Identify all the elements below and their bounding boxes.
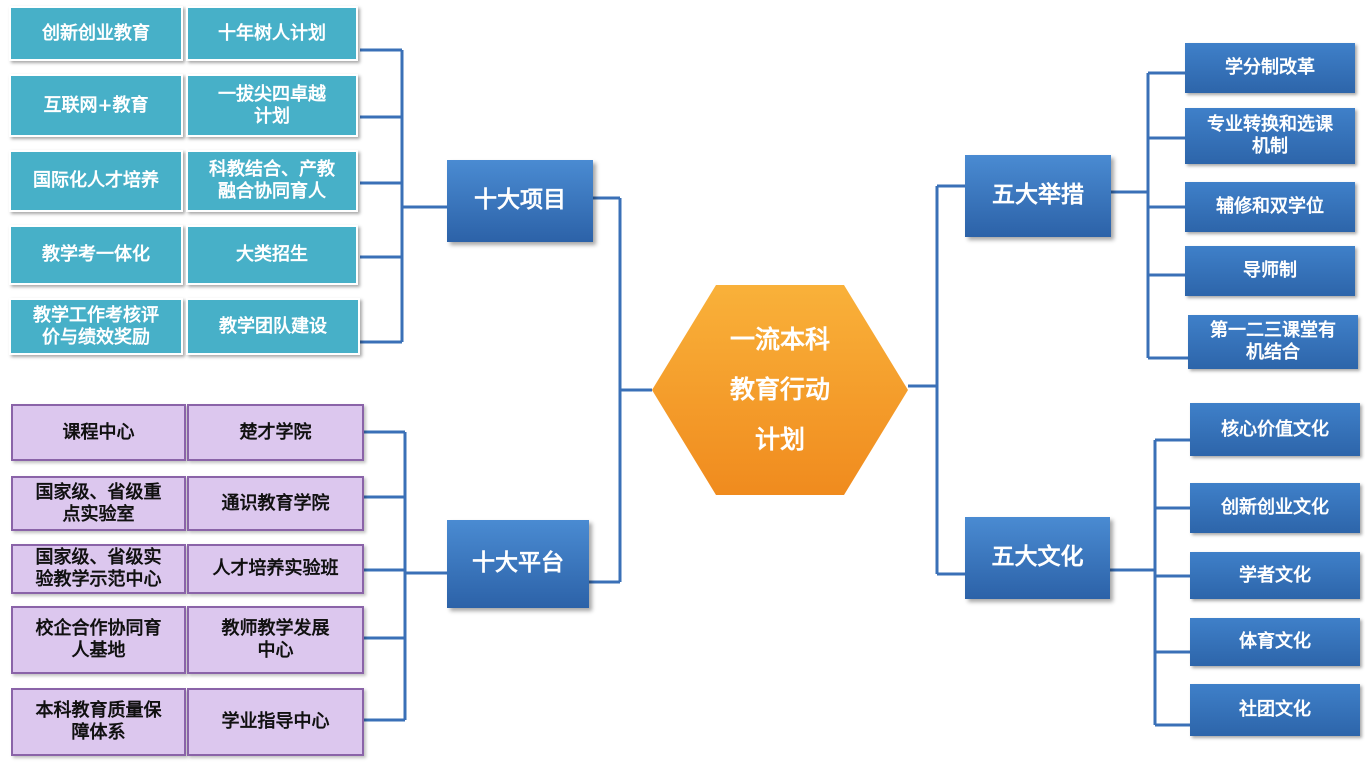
platform-item: 通识教育学院 [187, 476, 364, 531]
platform-item: 学业指导中心 [187, 688, 364, 756]
measure-item: 辅修和双学位 [1185, 182, 1355, 232]
project-item: 互联网+教育 [9, 74, 183, 137]
hub-ten-projects: 十大项目 [447, 160, 593, 242]
project-item: 创新创业教育 [9, 6, 183, 61]
project-item: 科教结合、产教 融合协同育人 [186, 150, 358, 212]
hub-five-cultures: 五大文化 [965, 517, 1110, 599]
project-item: 国际化人才培养 [9, 150, 183, 212]
project-item: 一拔尖四卓越 计划 [186, 74, 358, 137]
measure-item: 第一二三课堂有 机结合 [1188, 315, 1358, 369]
measure-item: 导师制 [1185, 246, 1355, 296]
measure-item: 学分制改革 [1185, 43, 1355, 93]
center-hexagon: 一流本科 教育行动 计划 [652, 285, 908, 495]
culture-item: 学者文化 [1190, 552, 1360, 599]
platform-item: 国家级、省级重 点实验室 [11, 476, 186, 531]
culture-item: 社团文化 [1190, 684, 1360, 736]
project-item: 教学考一体化 [9, 225, 183, 285]
platform-item: 人才培养实验班 [187, 544, 364, 594]
measure-item: 专业转换和选课 机制 [1185, 108, 1355, 164]
hub-ten-platforms: 十大平台 [447, 520, 589, 608]
culture-item: 创新创业文化 [1190, 483, 1360, 533]
project-item: 十年树人计划 [186, 6, 358, 61]
platform-item: 校企合作协同育 人基地 [11, 606, 186, 674]
hub-five-measures: 五大举措 [965, 155, 1111, 237]
project-item: 教学工作考核评 价与绩效奖励 [9, 298, 183, 355]
project-item: 教学团队建设 [186, 298, 360, 355]
platform-item: 楚才学院 [187, 404, 364, 461]
culture-item: 体育文化 [1190, 618, 1360, 666]
platform-item: 本科教育质量保 障体系 [11, 688, 186, 756]
platform-item: 教师教学发展 中心 [187, 606, 364, 674]
culture-item: 核心价值文化 [1190, 403, 1360, 456]
project-item: 大类招生 [186, 225, 358, 285]
platform-item: 课程中心 [11, 404, 186, 461]
platform-item: 国家级、省级实 验教学示范中心 [11, 544, 186, 594]
